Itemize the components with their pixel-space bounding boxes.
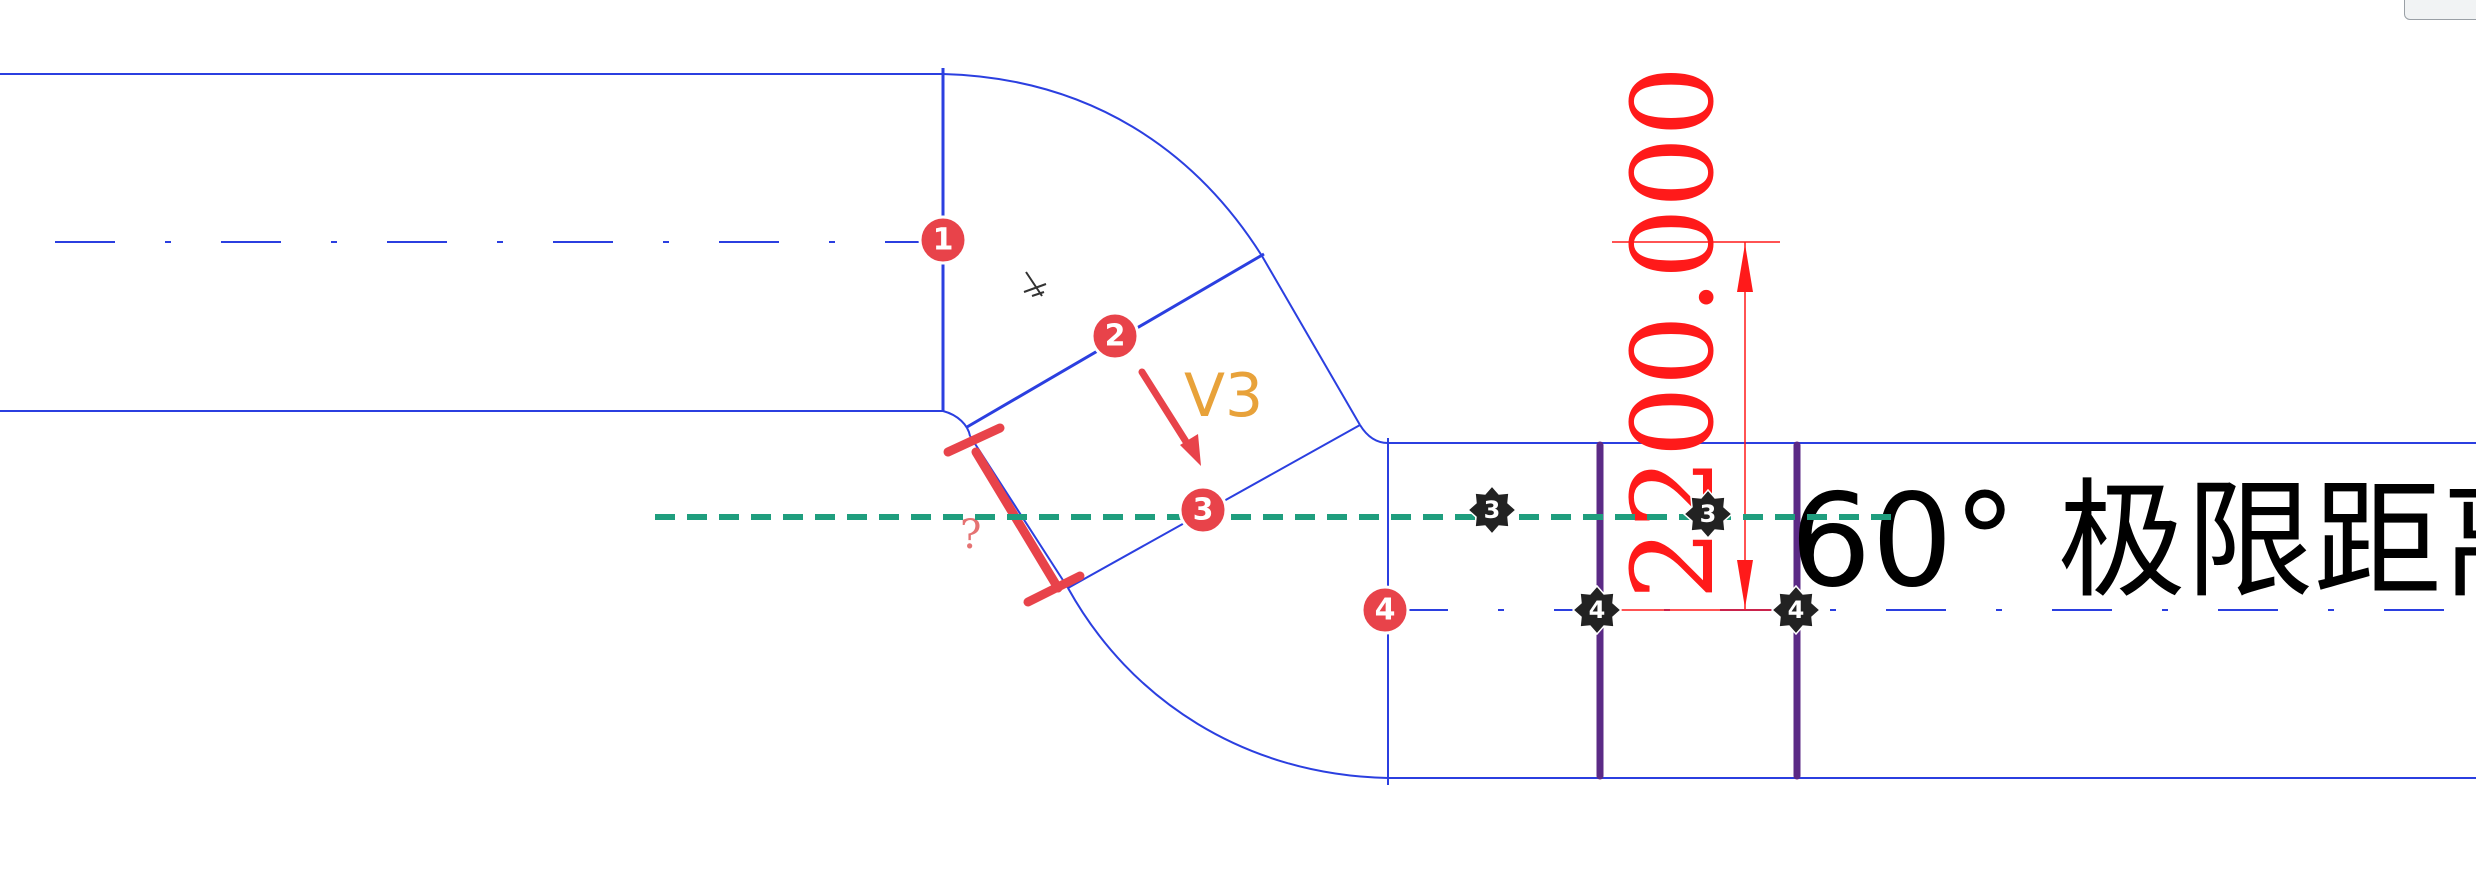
marker-2: 2 [1090,311,1140,361]
vector-arrow [1138,368,1201,466]
corner-control-button[interactable] [2404,0,2476,20]
dimension-arrow-bottom [1737,560,1753,608]
star-marker-4-left: 4 [1571,584,1623,636]
marker-4: 4 [1360,585,1410,635]
limit-distance-label: 60° 极限距离 [1790,467,2476,616]
center-lines [55,241,2476,611]
vector-label: V3 [1184,361,1263,431]
dimension-2200 [1612,241,1780,611]
svg-text:4: 4 [1788,596,1805,624]
outer-elbow-fillet [1359,424,1389,444]
svg-text:2: 2 [1105,319,1126,354]
svg-text:4: 4 [1375,593,1396,628]
svg-text:4: 4 [1589,596,1606,624]
svg-text:3: 3 [1484,496,1501,524]
outer-elbow-straight [1261,255,1361,426]
dimension-arrow-top [1737,244,1753,292]
star-marker-3-right: 3 [1682,488,1734,540]
inner-elbow-small-arc [942,410,971,437]
star-marker-3-left: 3 [1466,484,1518,536]
inner-elbow-arc-bottom [1067,587,1389,779]
cursor-mark [1023,271,1047,297]
star-marker-4-right: 4 [1770,584,1822,636]
marker-3: 3 [1178,485,1228,535]
svg-text:3: 3 [1700,500,1717,528]
svg-text:3: 3 [1193,493,1214,528]
marker-1: 1 [918,215,968,265]
outer-elbow-arc-top [942,73,1263,257]
unknown-distance-label: ? [960,512,981,558]
svg-text:1: 1 [933,223,954,258]
